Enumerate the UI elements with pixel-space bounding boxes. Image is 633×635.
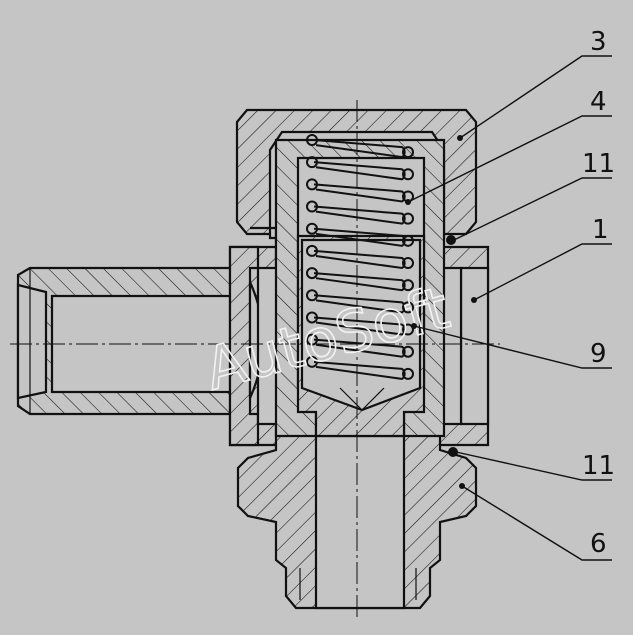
spring-coil <box>313 139 406 159</box>
callout-label-6: 6 <box>590 529 607 559</box>
o-ring-lower-11 <box>448 447 458 457</box>
spring-coil-end <box>306 222 318 235</box>
spring-coil-end <box>402 212 414 225</box>
o-ring-upper-11 <box>446 235 456 245</box>
spring-coil <box>313 161 406 181</box>
spring-coil-end <box>306 244 318 257</box>
callout-label-4: 4 <box>590 87 607 117</box>
spring-coil-end <box>306 311 318 324</box>
spring-coil-end <box>402 168 414 181</box>
callout-label-11-upper: 11 <box>582 149 615 179</box>
spring-coil-end <box>306 355 318 368</box>
spring-coil-end <box>306 134 318 146</box>
spring-coil-end <box>306 200 318 213</box>
spring-coil <box>313 360 406 380</box>
spring-coil-end <box>402 323 414 336</box>
spring-coil-end <box>402 345 414 358</box>
spring-coil-end <box>306 267 318 280</box>
callout-label-3: 3 <box>590 27 607 57</box>
spring-coil-end <box>306 333 318 346</box>
spring-coil-end <box>402 367 414 380</box>
spring-coil <box>313 227 406 247</box>
spring-coil <box>313 183 406 203</box>
spring-coil-end <box>306 156 318 169</box>
leader-lines <box>405 55 612 561</box>
spring-coil <box>313 205 406 225</box>
callout-label-1: 1 <box>592 215 609 245</box>
spring-coil <box>313 338 406 358</box>
spring-coil-end <box>402 301 414 314</box>
spring-coil-end <box>402 257 414 269</box>
spring-coil-end <box>402 146 414 159</box>
spring-coil <box>313 294 406 314</box>
spring-coil-end <box>306 178 318 191</box>
spring-coil <box>313 249 406 270</box>
spring-coil <box>313 272 406 292</box>
spring-coil-end <box>402 234 414 247</box>
compression-spring <box>306 134 414 380</box>
spring-coil <box>313 316 406 336</box>
callout-label-9: 9 <box>590 339 607 369</box>
spring-coil-end <box>306 289 318 302</box>
spring-coil-end <box>402 279 414 292</box>
callout-label-11-lower: 11 <box>582 451 615 481</box>
